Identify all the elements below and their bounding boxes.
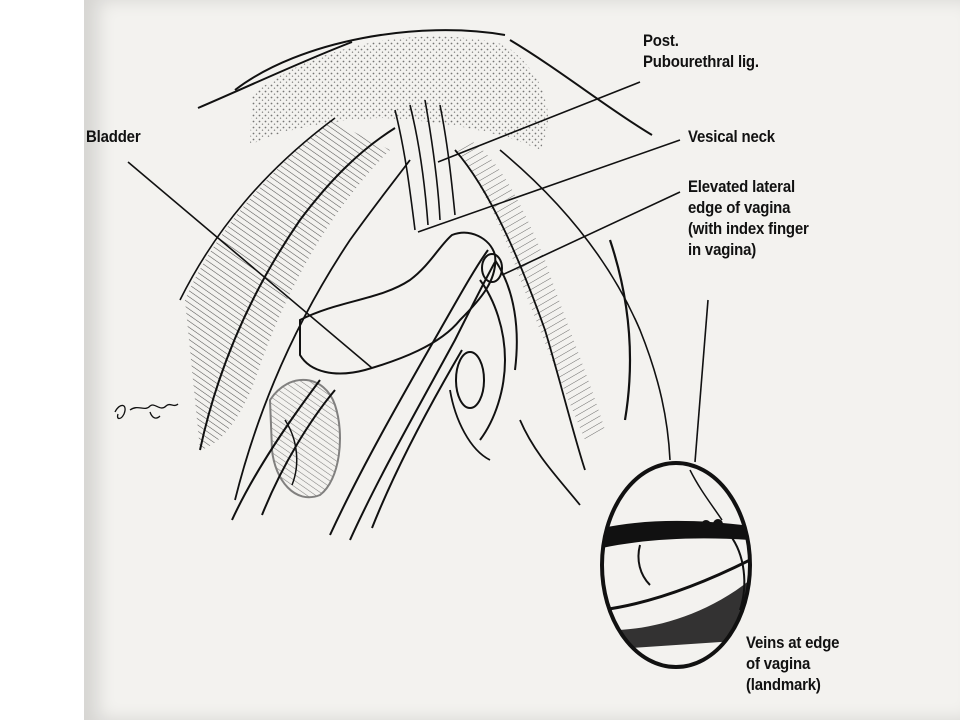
label-post-pubourethral-lig: Post. Pubourethral lig. [643,30,759,72]
labial-tissue [268,378,341,499]
leader-vesical-neck [417,139,681,233]
retracted-skin-edges [197,29,653,136]
label-line: Post. [643,31,679,50]
label-line: Veins at edge [746,633,840,652]
label-veins-at-edge: Veins at edge of vagina (landmark) [746,632,840,695]
bladder-outline [299,231,497,375]
leader-lines [127,81,709,463]
label-line: Vesical neck [688,127,775,146]
leader-bladder [127,161,373,369]
label-line: (with index finger [688,219,809,238]
label-line: Elevated lateral [688,177,795,196]
label-line: edge of vagina [688,198,791,217]
left-muscle-band [179,117,411,501]
label-line: Pubourethral lig. [643,52,759,71]
right-tissue-band [454,140,671,471]
leader-vaginal-edge [501,191,681,276]
label-line: (landmark) [746,675,821,694]
label-vesical-neck: Vesical neck [688,126,775,147]
leader-inset [694,299,709,463]
label-line: of vagina [746,654,811,673]
pubic-tissue [250,36,548,150]
pubourethral-ligament [394,99,456,231]
leader-pubourethral [437,81,641,163]
label-bladder-line: Bladder [86,127,141,146]
label-bladder: Bladder [86,126,141,147]
magnified-inset-circle [600,461,752,669]
right-lower-tissue [449,389,581,506]
artist-signature [114,403,179,420]
label-line: in vagina) [688,240,757,259]
vaginal-edge-finger [455,253,518,441]
label-elevated-lateral-edge: Elevated lateral edge of vagina (with in… [688,176,809,260]
